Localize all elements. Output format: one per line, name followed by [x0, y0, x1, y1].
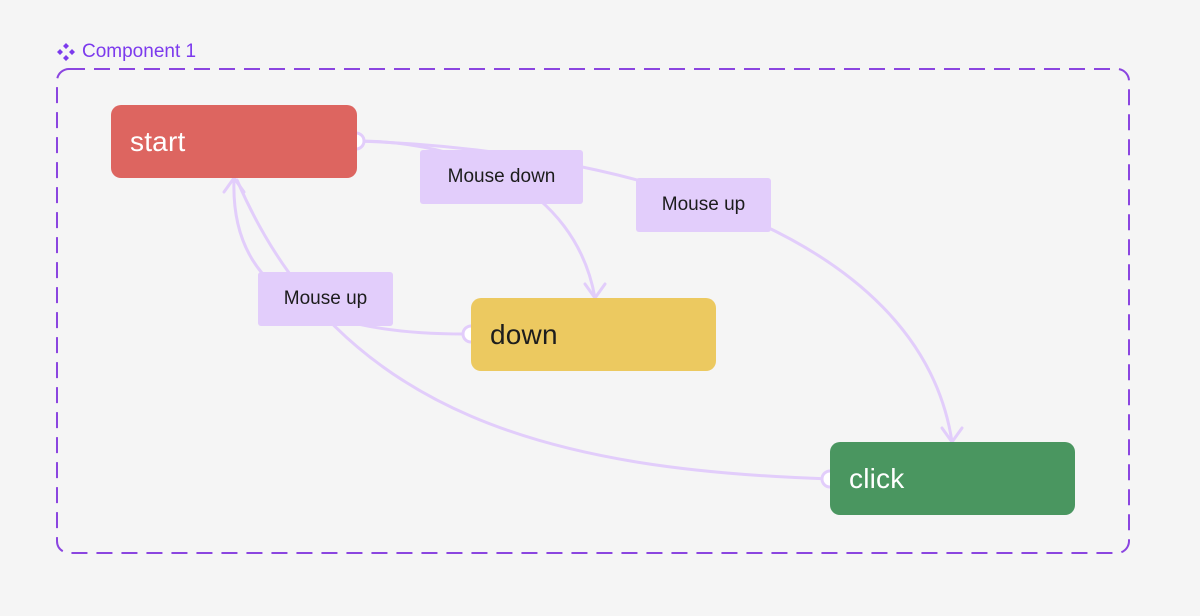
- event-mouse-up-start-click[interactable]: Mouse up: [636, 178, 771, 232]
- event-mouse-up-label: Mouse up: [661, 194, 746, 215]
- state-start-label: start: [130, 125, 186, 157]
- event-mouse-down[interactable]: Mouse down: [420, 150, 583, 204]
- state-down-label: down: [490, 318, 558, 350]
- edge-click-to-start: [235, 178, 832, 481]
- event-mouse-down-label: Mouse down: [447, 166, 556, 187]
- state-down[interactable]: down: [471, 298, 716, 371]
- arrowhead-start: [222, 175, 246, 194]
- event-mouse-up-down-start[interactable]: Mouse up: [258, 272, 393, 326]
- state-start[interactable]: start: [111, 105, 357, 178]
- component-label[interactable]: Component 1: [56, 40, 196, 64]
- state-click-label: click: [849, 462, 905, 494]
- event-mouse-up-label-2: Mouse up: [283, 288, 368, 309]
- state-click[interactable]: click: [830, 442, 1075, 515]
- component-title: Component 1: [82, 41, 197, 62]
- component-diamond-icon: [57, 43, 75, 61]
